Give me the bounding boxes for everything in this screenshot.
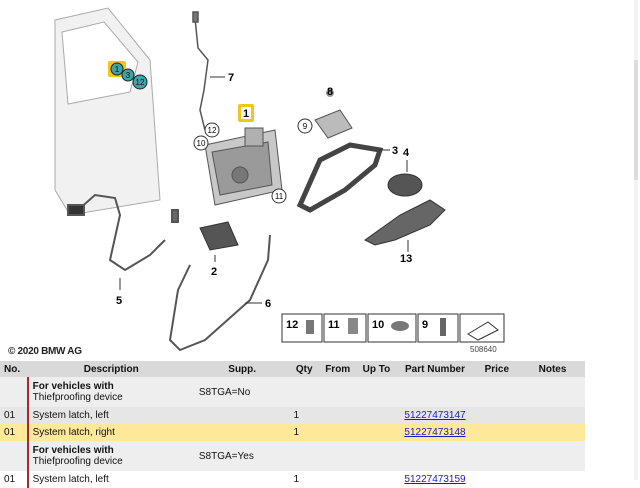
row-from bbox=[318, 424, 357, 441]
callout-1-latch[interactable]: 1 bbox=[238, 104, 254, 122]
row-notes bbox=[520, 424, 585, 441]
svg-text:1: 1 bbox=[115, 65, 120, 74]
col-from: From bbox=[318, 361, 357, 377]
svg-text:3: 3 bbox=[126, 71, 131, 80]
col-upto: Up To bbox=[356, 361, 397, 377]
row-no: 01 bbox=[0, 424, 28, 441]
svg-text:11: 11 bbox=[328, 319, 340, 331]
row-description: System latch, right bbox=[26, 424, 195, 441]
group-title: For vehicles with bbox=[32, 445, 114, 456]
group-supp: S8TGA=No bbox=[194, 377, 290, 407]
svg-text:1: 1 bbox=[243, 108, 249, 120]
handle-carrier-3 bbox=[296, 142, 384, 213]
label-8: 8 bbox=[327, 86, 333, 98]
copyright: © 2020 BMW AG bbox=[8, 346, 82, 357]
table-row[interactable]: 01 System latch, left 1 51227473147 bbox=[0, 407, 585, 424]
col-price: Price bbox=[473, 361, 521, 377]
svg-text:9: 9 bbox=[422, 319, 428, 331]
callout-11-latch: 11 bbox=[271, 188, 287, 204]
col-part-number: Part Number bbox=[396, 361, 474, 377]
system-latch bbox=[204, 127, 283, 206]
table-row-group: For vehicles with Thiefproofing device S… bbox=[0, 441, 585, 471]
callout-1-door[interactable]: 1 bbox=[108, 61, 126, 77]
cable-6 bbox=[168, 209, 271, 352]
label-6: 6 bbox=[265, 298, 271, 310]
label-13: 13 bbox=[400, 253, 412, 265]
label-3: 3 bbox=[392, 145, 398, 157]
col-supp: Supp. bbox=[194, 361, 290, 377]
parts-diagram: 1 3 12 7 5 1 12 10 11 bbox=[54, 7, 505, 354]
col-description: Description bbox=[27, 361, 195, 377]
row-upto bbox=[356, 424, 397, 441]
table-row-selected[interactable]: 01 System latch, right 1 51227473148 bbox=[0, 424, 585, 441]
door-frame bbox=[54, 7, 161, 216]
group-subtitle: Thiefproofing device bbox=[32, 392, 123, 403]
label-5: 5 bbox=[116, 295, 122, 307]
callout-10-latch: 10 bbox=[193, 135, 209, 151]
scrollbar[interactable] bbox=[634, 0, 638, 480]
svg-text:9: 9 bbox=[303, 122, 308, 131]
row-upto bbox=[356, 407, 397, 424]
label-4: 4 bbox=[403, 147, 410, 159]
cable-5 bbox=[67, 193, 166, 272]
row-qty: 1 bbox=[289, 407, 319, 424]
group-subtitle: Thiefproofing device bbox=[32, 456, 123, 467]
callout-3-door[interactable]: 3 bbox=[121, 68, 135, 82]
parts-table: No. Description Supp. Qty From Up To Par… bbox=[0, 361, 585, 488]
svg-text:10: 10 bbox=[372, 319, 384, 331]
col-notes: Notes bbox=[520, 361, 585, 377]
row-price bbox=[473, 424, 521, 441]
row-no: 01 bbox=[0, 407, 28, 424]
row-supp bbox=[194, 407, 290, 424]
callout-12-latch: 12 bbox=[204, 122, 220, 138]
col-no: No. bbox=[0, 361, 28, 377]
label-2: 2 bbox=[211, 266, 217, 278]
door-handle-13 bbox=[364, 199, 446, 246]
svg-text:10: 10 bbox=[197, 139, 206, 148]
svg-text:12: 12 bbox=[136, 78, 145, 87]
group-supp: S8TGA=Yes bbox=[194, 441, 290, 471]
row-description: System latch, left bbox=[26, 407, 195, 424]
scrollbar-thumb[interactable] bbox=[634, 60, 638, 180]
part-number-link[interactable]: 51227473147 bbox=[404, 410, 466, 421]
row-qty: 1 bbox=[289, 424, 319, 441]
callout-12-door[interactable]: 12 bbox=[132, 74, 148, 90]
small-parts-legend: 12 11 10 9 bbox=[281, 313, 505, 343]
callout-9-striker: 9 bbox=[297, 118, 313, 134]
row-price bbox=[473, 407, 521, 424]
row-notes bbox=[520, 407, 585, 424]
svg-text:12: 12 bbox=[208, 126, 217, 135]
cap-4 bbox=[387, 173, 423, 197]
cable-7 bbox=[192, 11, 209, 131]
group-title: For vehicles with bbox=[32, 381, 114, 392]
part-number-link[interactable]: 51227473148 bbox=[404, 427, 466, 438]
svg-text:12: 12 bbox=[286, 319, 298, 331]
bracket-2 bbox=[199, 221, 239, 251]
row-supp bbox=[194, 424, 290, 441]
table-row-group: For vehicles with Thiefproofing device S… bbox=[0, 377, 585, 407]
label-7: 7 bbox=[228, 72, 234, 84]
image-number: 508640 bbox=[470, 345, 497, 354]
col-qty: Qty bbox=[289, 361, 319, 377]
striker-8 bbox=[314, 89, 353, 139]
table-header-row: No. Description Supp. Qty From Up To Par… bbox=[0, 361, 585, 377]
svg-text:11: 11 bbox=[275, 192, 284, 201]
row-from bbox=[318, 407, 357, 424]
